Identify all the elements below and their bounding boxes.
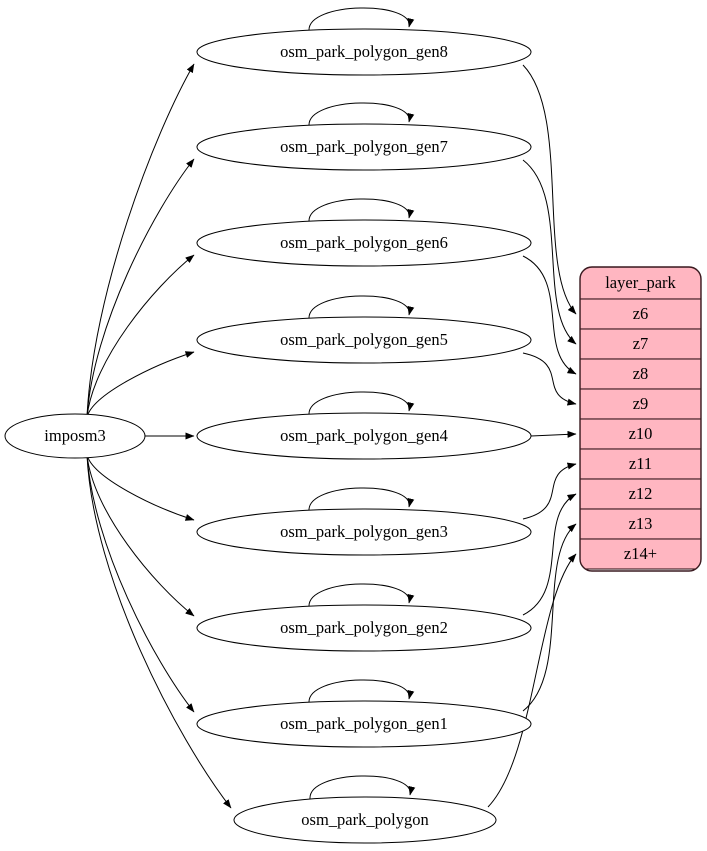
node-gen3-label: osm_park_polygon_gen3	[280, 522, 448, 541]
edge-imposm3-to-gen3	[86, 454, 195, 521]
node-imposm3[interactable]: imposm3	[4, 413, 146, 459]
table-row-z10[interactable]	[580, 418, 701, 450]
table-row-z13[interactable]	[580, 508, 701, 540]
table-row-z9[interactable]	[580, 388, 701, 420]
node-imposm3-label: imposm3	[44, 426, 105, 445]
table-row-label-z14+: z14+	[624, 544, 657, 563]
node-gen8-shape	[196, 28, 532, 76]
self-loop-gen5	[308, 295, 415, 320]
self-loop-gen4	[308, 391, 415, 416]
edge-gen4-to-z10	[530, 430, 577, 438]
node-gen3[interactable]: osm_park_polygon_gen3	[196, 508, 532, 556]
node-base-label: osm_park_polygon	[301, 810, 428, 829]
edge-imposm3-to-base	[86, 454, 232, 809]
node-imposm3-shape	[4, 413, 146, 459]
edge-gen2-to-z12	[522, 493, 577, 616]
node-gen7-label: osm_park_polygon_gen7	[280, 137, 448, 156]
table-body: layer_park z6 z7 z8 z9 z10 z11 z12 z13 z14+	[580, 267, 701, 570]
node-gen1-shape	[196, 700, 532, 748]
self-loop-gen8	[308, 7, 415, 32]
table-row-label-z6: z6	[633, 304, 649, 323]
node-gen6-shape	[196, 219, 532, 267]
table-outline	[579, 266, 702, 572]
table-row-label-z7: z7	[633, 334, 649, 353]
table-row-label-z12: z12	[629, 484, 653, 503]
node-gen4-label: osm_park_polygon_gen4	[280, 426, 448, 445]
node-gen6[interactable]: osm_park_polygon_gen6	[196, 219, 532, 267]
edge-imposm3-to-gen6	[86, 254, 195, 418]
table-row-label-z13: z13	[629, 514, 653, 533]
node-gen8-label: osm_park_polygon_gen8	[280, 42, 448, 61]
table-row-z7[interactable]	[580, 328, 701, 360]
edge-gen3-to-z11	[522, 462, 577, 520]
edge-gen6-to-z8	[522, 255, 577, 375]
table-row-z12[interactable]	[580, 478, 701, 510]
edge-imposm3-to-gen5	[86, 351, 195, 418]
table-row-z11[interactable]	[580, 448, 701, 480]
node-gen4[interactable]: osm_park_polygon_gen4	[196, 412, 532, 460]
self-loop-gen3	[308, 487, 415, 512]
node-gen5-label: osm_park_polygon_gen5	[280, 330, 448, 349]
node-gen1[interactable]: osm_park_polygon_gen1	[196, 700, 532, 748]
node-gen8[interactable]: osm_park_polygon_gen8	[196, 28, 532, 76]
table-row-label-z9: z9	[633, 394, 649, 413]
edge-gen1-to-z13	[522, 523, 577, 712]
self-loop-base	[309, 775, 416, 800]
node-gen4-shape	[196, 412, 532, 460]
table-header-label: layer_park	[605, 273, 676, 292]
node-gen2-label: osm_park_polygon_gen2	[280, 618, 448, 637]
table-row-z14+[interactable]	[580, 538, 701, 570]
node-gen2[interactable]: osm_park_polygon_gen2	[196, 604, 532, 652]
node-gen1-label: osm_park_polygon_gen1	[280, 714, 448, 733]
layer-park-table: layer_park z6 z7 z8 z9 z10 z11 z12 z13 z14+	[579, 266, 702, 572]
self-loop-gen1	[308, 679, 415, 704]
node-base[interactable]: osm_park_polygon	[233, 796, 497, 844]
edge-gen7-to-z7	[522, 159, 577, 345]
self-loop-gen2	[308, 583, 415, 608]
edge-imposm3-to-gen7	[86, 158, 195, 418]
node-gen2-shape	[196, 604, 532, 652]
node-gen7[interactable]: osm_park_polygon_gen7	[196, 123, 532, 171]
edge-gen8-to-z6	[522, 64, 577, 315]
self-loop-edges	[308, 7, 416, 800]
self-loop-gen6	[308, 198, 415, 223]
edge-gen5-to-z9	[522, 352, 577, 406]
edges-imposm3-to-tables	[86, 63, 232, 809]
table-nodes: osm_park_polygon_gen8 osm_park_polygon_ge…	[4, 28, 532, 844]
node-gen3-shape	[196, 508, 532, 556]
node-gen6-label: osm_park_polygon_gen6	[280, 233, 448, 252]
table-row-label-z8: z8	[633, 364, 649, 383]
self-loop-gen7	[308, 102, 415, 127]
node-gen7-shape	[196, 123, 532, 171]
node-base-shape	[233, 796, 497, 844]
node-gen5[interactable]: osm_park_polygon_gen5	[196, 316, 532, 364]
table-row-label-z11: z11	[629, 454, 652, 473]
table-row-label-z10: z10	[629, 424, 653, 443]
edge-base-to-z14+	[487, 553, 577, 808]
node-gen5-shape	[196, 316, 532, 364]
edge-imposm3-to-gen2	[86, 454, 195, 617]
edge-imposm3-to-gen1	[86, 454, 195, 713]
edges-tables-to-layer	[487, 64, 577, 808]
edge-imposm3-to-gen8	[86, 63, 195, 418]
